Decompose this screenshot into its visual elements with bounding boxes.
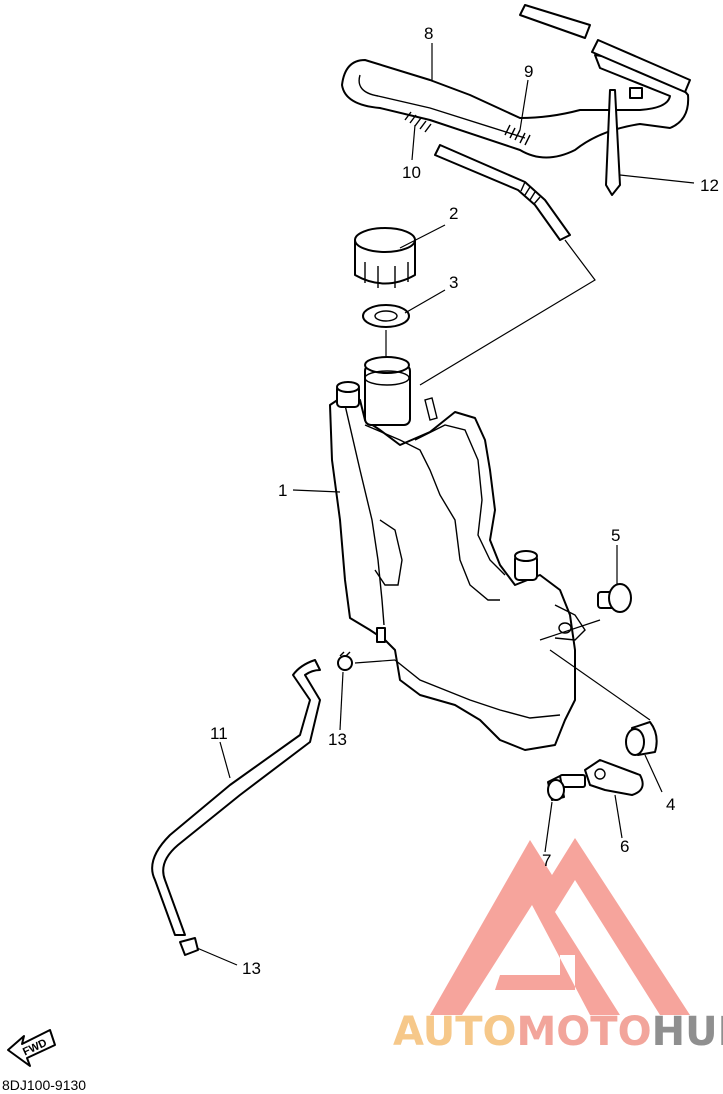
callout-12: 12 [700,176,719,195]
callout-3: 3 [449,273,458,292]
collar-bolt[interactable] [597,583,632,613]
overflow-hose[interactable] [341,54,690,159]
spring-clamp-10[interactable] [404,111,432,133]
callout-13-lower: 13 [242,959,261,978]
callout-4: 4 [666,795,675,814]
watermark-hub: HUB [652,1009,723,1055]
assembly-lines [354,239,651,721]
callout-13-upper: 13 [328,730,347,749]
callout-labels: 8 9 10 12 2 3 1 5 11 13 4 6 7 13 [210,24,719,978]
callout-1: 1 [278,481,287,500]
cap-gasket[interactable] [362,304,410,328]
hose-clip-lower[interactable] [179,937,199,956]
watermark-moto: MOTO [517,1009,652,1055]
callout-7: 7 [542,851,551,870]
bracket-clamp[interactable] [584,759,644,796]
watermark-logo-mark [430,838,690,1015]
watermark-text: AUTOMOTOHUB [393,1009,723,1055]
callout-11: 11 [210,724,228,743]
fwd-arrow: FWD [7,1029,56,1067]
callout-10: 10 [402,163,421,182]
callout-2: 2 [449,204,458,223]
breather-pipe[interactable] [519,4,691,196]
callout-6: 6 [620,837,629,856]
watermark-auto: AUTO [393,1009,517,1055]
grommet[interactable] [625,721,658,756]
callout-8: 8 [424,24,433,43]
svg-text:AUTOMOTOHUB: AUTOMOTOHUB [393,1009,723,1055]
watermark-logo [430,838,690,1015]
hose-stub[interactable] [434,144,571,241]
leader-lines [196,43,695,966]
drawing-code: 8DJ100-9130 [2,1077,86,1093]
callout-5: 5 [611,526,620,545]
drain-hose[interactable] [151,659,321,936]
reservoir-tank[interactable] [329,356,586,751]
tank-cap[interactable] [354,227,416,288]
spring-clamp-9[interactable] [504,124,531,146]
bolt[interactable] [547,774,586,801]
callout-9: 9 [524,62,533,81]
hose-clip-upper[interactable] [337,651,353,671]
